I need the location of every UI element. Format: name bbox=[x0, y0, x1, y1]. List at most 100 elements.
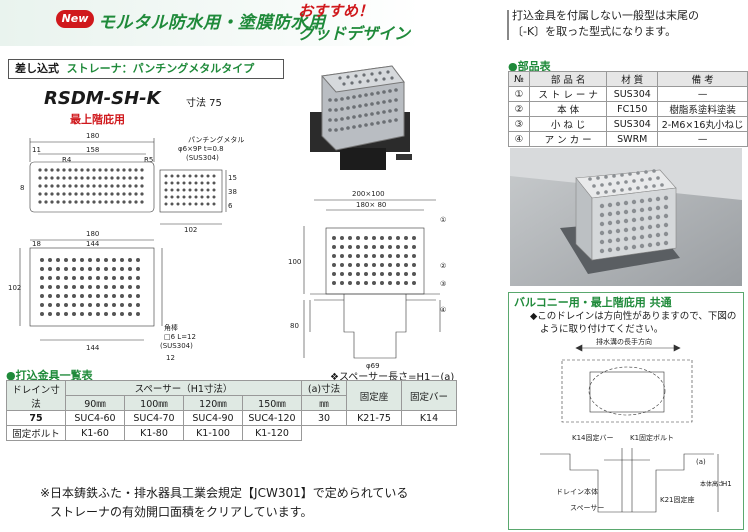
parts-header-row: № 部 品 名 材 質 備 考 bbox=[508, 71, 748, 87]
callout-1: ① bbox=[440, 216, 446, 224]
balcony-drawing: 排水溝の長手方向 K14固定バー K1固定ボルト (a) H1 本体高さ ドレイ… bbox=[540, 337, 732, 513]
parts-header-name: 部 品 名 bbox=[528, 71, 608, 87]
section-drawing: 200×100 180× 80 100 80 φ69 ① ② ③ ④ bbox=[288, 190, 446, 370]
parts-cell: ア ン カ ー bbox=[528, 131, 608, 147]
fitting-cell: 30 bbox=[301, 410, 347, 426]
spacer-size: 100㎜ bbox=[124, 395, 184, 411]
jcw-note: ※日本鋳鉄ふた・排水器具工業会規定【JCW301】で定められている ストレーナの… bbox=[40, 484, 408, 522]
parts-cell: ス ト レ ー ナ bbox=[528, 86, 608, 102]
spacer-label: スペーサー bbox=[570, 504, 604, 512]
parts-cell: ① bbox=[508, 86, 530, 102]
fitting-table: ドレイン寸法 スペーサー（H1寸法） (a)寸法 固定座 固定バー 90㎜ 10… bbox=[6, 380, 457, 441]
k14-label: K14固定バー bbox=[572, 433, 614, 442]
callout-3: ③ bbox=[440, 280, 446, 288]
size-label: 寸法 75 bbox=[186, 98, 222, 109]
kakuzai-label: 角棒 bbox=[164, 323, 178, 332]
k21-label: K21固定座 bbox=[660, 495, 695, 504]
dim-180x80: 180× 80 bbox=[356, 201, 386, 209]
fitting-cell: SUC4-120 bbox=[242, 410, 302, 426]
balcony-note-line1: ◆このドレインは方向性がありますので、下図の bbox=[530, 311, 737, 322]
fitting-header-spacer: スペーサー（H1寸法） bbox=[65, 380, 302, 396]
kakuzai-spec: □6 L=12 bbox=[164, 333, 196, 341]
fitting-cell: K1-120 bbox=[242, 425, 302, 441]
fitting-cell: 固定ボルト bbox=[6, 425, 66, 441]
parts-cell: — bbox=[657, 131, 748, 147]
parts-cell: — bbox=[657, 86, 748, 102]
kakuzai-material: (SUS304) bbox=[160, 342, 193, 350]
jcw-line1: ※日本鋳鉄ふた・排水器具工業会規定【JCW301】で定められている bbox=[40, 486, 409, 500]
table-row: 75 SUC4-60 SUC4-70 SUC4-90 SUC4-120 30 K… bbox=[6, 410, 457, 426]
balcony-title: バルコニー用・最上階庇用 共通 bbox=[514, 296, 672, 309]
dim-80: 80 bbox=[290, 322, 299, 330]
fitting-header-bar: 固定バー bbox=[401, 380, 457, 411]
k1-label: K1固定ボルト bbox=[630, 433, 674, 442]
dim-38: 38 bbox=[228, 188, 237, 196]
parts-cell: SUS304 bbox=[606, 116, 659, 132]
product-photo bbox=[310, 65, 412, 170]
fitting-header-fix: 固定座 bbox=[346, 380, 402, 411]
parts-cell: SWRM bbox=[606, 131, 659, 147]
punch-spec: φ6×9P t=0.8 bbox=[178, 145, 224, 153]
table-row: ③ 小 ね じ SUS304 2-M6×16丸小ねじ bbox=[508, 116, 748, 132]
fitting-header-a: (a)寸法 bbox=[301, 380, 347, 396]
note-bar bbox=[507, 10, 509, 40]
parts-header-no: № bbox=[508, 71, 530, 87]
fitting-header-drain: ドレイン寸法 bbox=[6, 380, 66, 411]
punch-title: パンチングメタル bbox=[188, 135, 244, 144]
dim-12: 12 bbox=[166, 354, 175, 362]
table-row: ④ ア ン カ ー SWRM — bbox=[508, 131, 748, 147]
parts-cell: FC150 bbox=[606, 101, 659, 117]
header-title: モルタル防水用・塗膜防水用 bbox=[98, 13, 326, 33]
spacer-size: 120㎜ bbox=[183, 395, 243, 411]
dim-r5: R5 bbox=[144, 156, 153, 164]
fitting-empty bbox=[302, 426, 347, 441]
fitting-cell: K1-80 bbox=[124, 425, 184, 441]
parts-header-remarks: 備 考 bbox=[657, 71, 748, 87]
dim-144-bottom: 144 bbox=[86, 344, 100, 352]
dim-144-top: 144 bbox=[86, 240, 100, 248]
type-prefix: 差し込式 bbox=[15, 62, 59, 75]
parts-table-title: ●部品表 bbox=[508, 60, 551, 73]
table-row: 固定ボルト K1-60 K1-80 K1-100 K1-120 bbox=[6, 425, 457, 441]
parts-cell: 2-M6×16丸小ねじ bbox=[657, 116, 748, 132]
fitting-cell: SUC4-90 bbox=[183, 410, 243, 426]
fitting-empty bbox=[402, 426, 457, 441]
recommend-label: おすすめ！ bbox=[298, 2, 374, 20]
drain-body-label: ドレイン本体 bbox=[556, 487, 598, 496]
fitting-cell: K14 bbox=[401, 410, 457, 426]
parts-cell: ③ bbox=[508, 116, 530, 132]
dim-100: 100 bbox=[288, 258, 301, 266]
fitting-cell: SUC4-60 bbox=[65, 410, 125, 426]
dim-11: 11 bbox=[32, 146, 41, 154]
h1-label: H1 bbox=[722, 480, 732, 488]
parts-header-material: 材 質 bbox=[606, 71, 659, 87]
installed-photo bbox=[510, 148, 742, 286]
table-row: ① ス ト レ ー ナ SUS304 — bbox=[508, 86, 748, 102]
dim-r4: R4 bbox=[62, 156, 72, 164]
type-suffix: ストレーナ：パンチングメタルタイプ bbox=[66, 62, 255, 75]
fitting-table-title: ●打込金具一覧表 bbox=[6, 369, 93, 382]
balcony-note: ◆このドレインは方向性がありますので、下図の ように取り付けてください。 bbox=[530, 310, 740, 336]
direction-label: 排水溝の長手方向 bbox=[596, 337, 652, 346]
dim-158: 158 bbox=[86, 146, 99, 154]
type-bar: 差し込式 ストレーナ：パンチングメタルタイプ bbox=[8, 59, 284, 79]
fitting-cell: SUC4-70 bbox=[124, 410, 184, 426]
header-note: 打込金具を付属しない一般型は末尾の 〔-K〕を取った型式になります。 bbox=[512, 8, 740, 40]
callout-2: ② bbox=[440, 262, 446, 270]
parts-table: № 部 品 名 材 質 備 考 ① ス ト レ ー ナ SUS304 — ② 本… bbox=[508, 71, 748, 147]
body-height-label: 本体高さ bbox=[700, 480, 724, 488]
dim-180-top: 180 bbox=[86, 132, 99, 140]
fitting-cell: K1-60 bbox=[65, 425, 125, 441]
usage-label: 最上階庇用 bbox=[70, 113, 125, 126]
spacer-size: 150㎜ bbox=[242, 395, 302, 411]
fitting-cell: K1-100 bbox=[183, 425, 243, 441]
header-note-line2: 〔-K〕を取った型式になります。 bbox=[512, 25, 677, 38]
dim-180-mid: 180 bbox=[86, 230, 99, 238]
parts-cell: ② bbox=[508, 101, 530, 117]
good-design-label: グッドデザイン bbox=[298, 24, 411, 43]
balcony-panel bbox=[508, 292, 744, 530]
dim-6: 6 bbox=[228, 202, 233, 210]
punch-material: (SUS304) bbox=[186, 154, 219, 162]
fitting-subheader-row: 90㎜ 100㎜ 120㎜ 150㎜ ㎜ bbox=[7, 395, 457, 411]
strainer-drawing: 180 158 11 R4 R5 180 144 18 102 144 102 … bbox=[8, 132, 244, 362]
